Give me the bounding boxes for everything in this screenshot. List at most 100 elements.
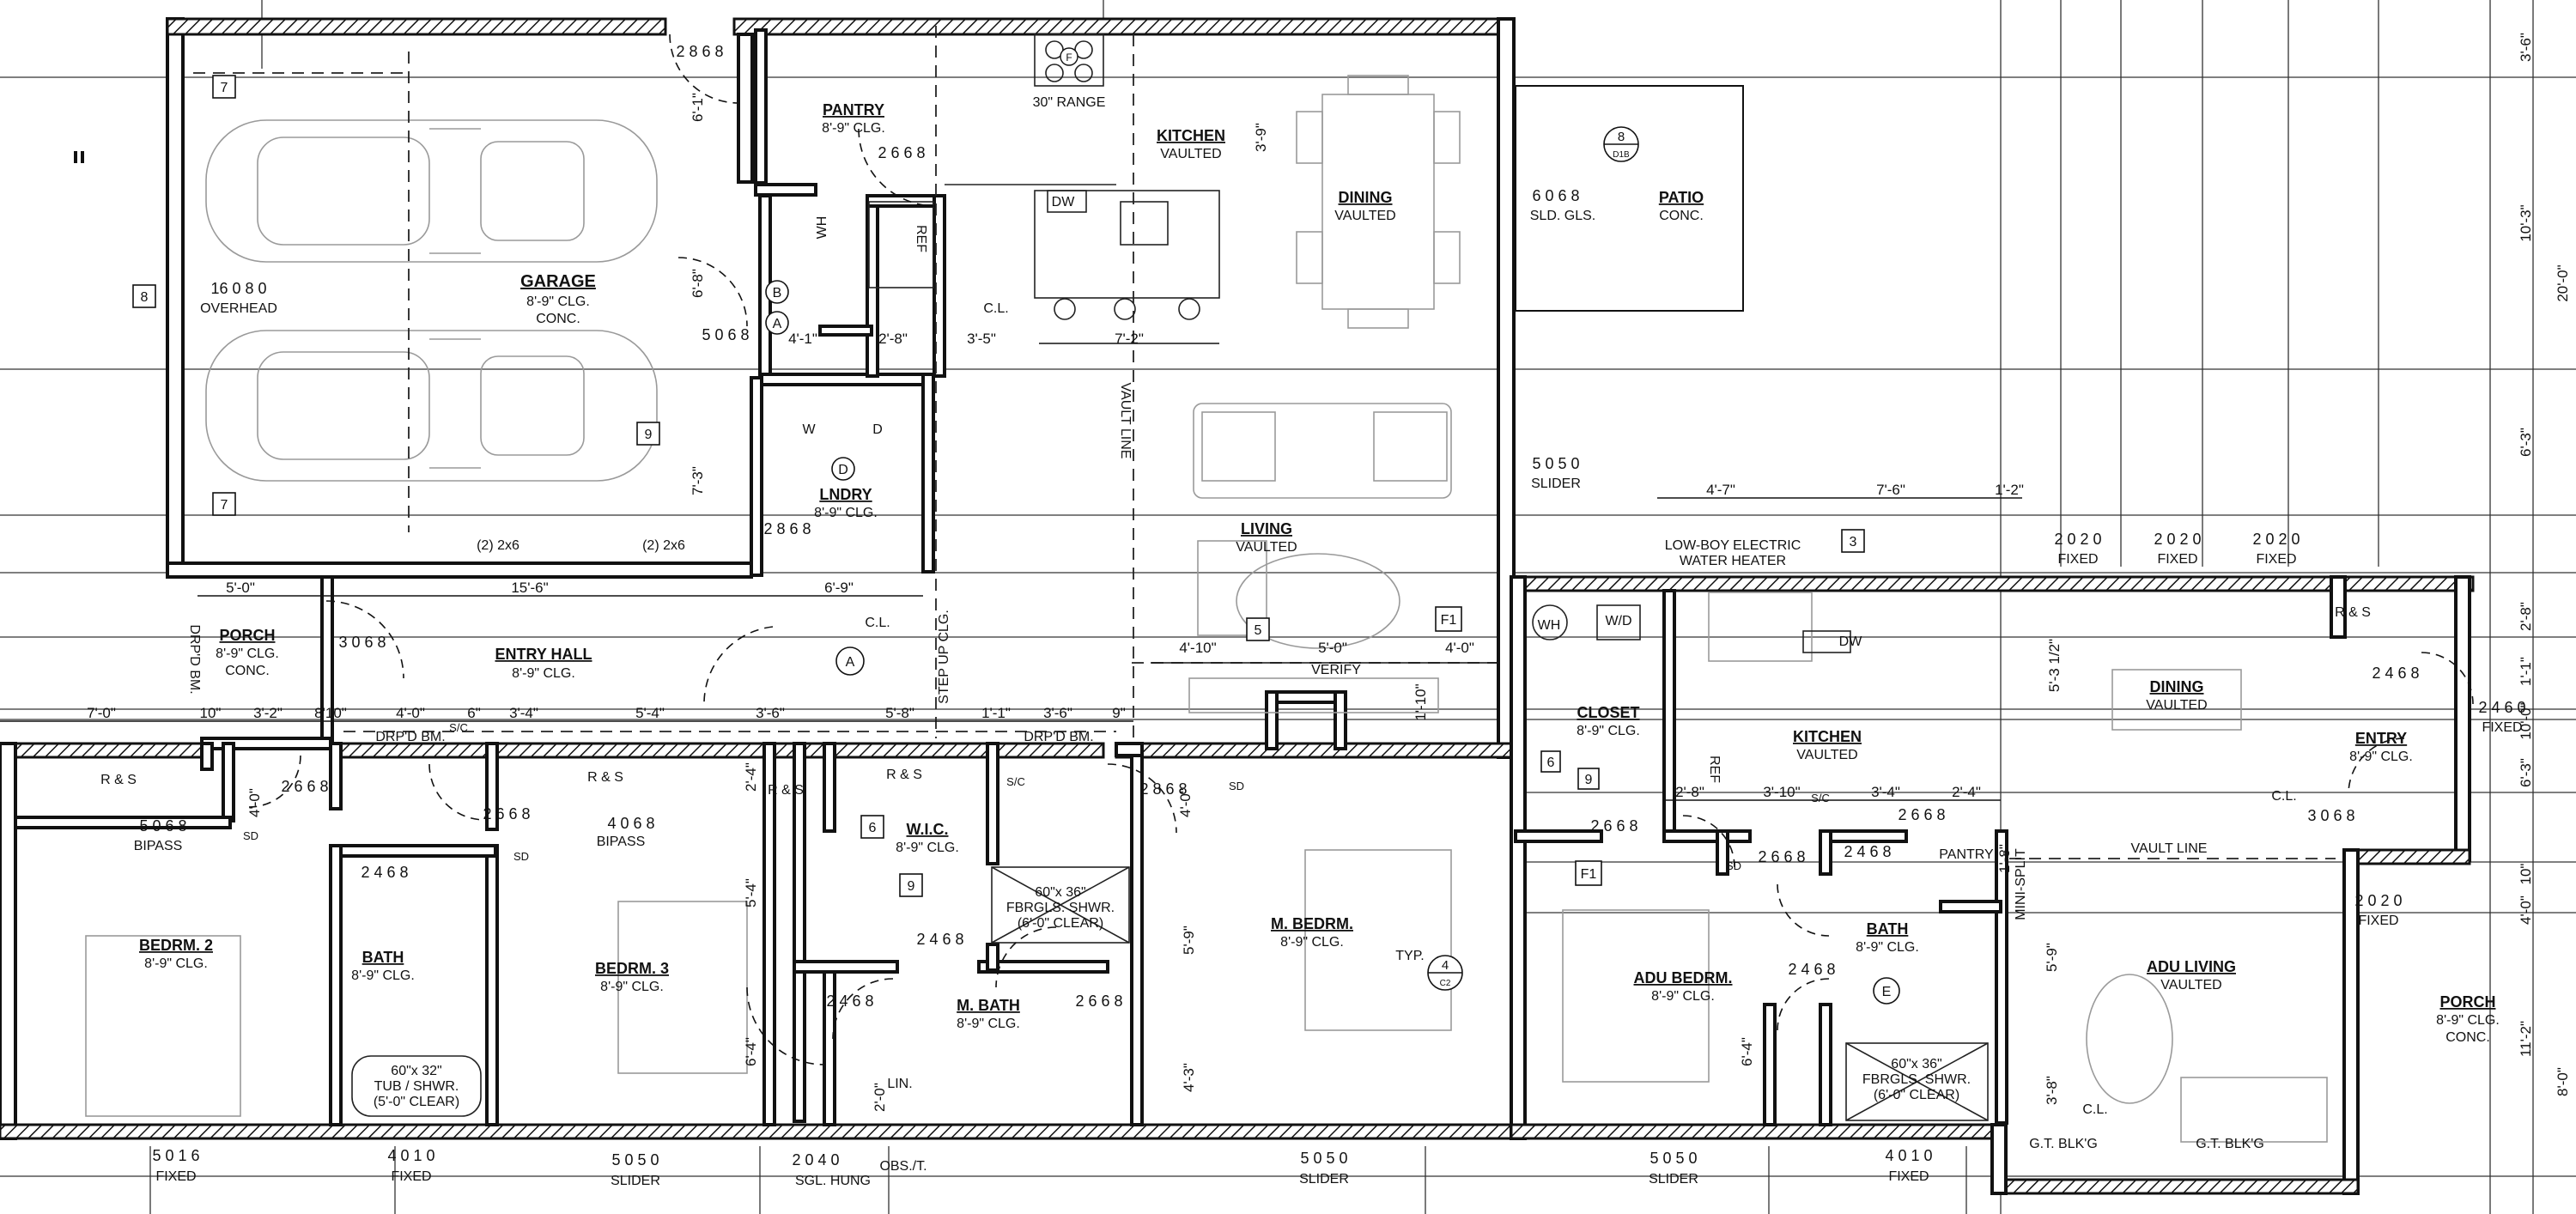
note-cl-2: C.L. [983, 301, 1008, 316]
note-adu-shwr-1: 60"x 36" [1891, 1057, 1941, 1071]
room-name: PORCH [219, 627, 275, 644]
room-note: VAULTED [2146, 698, 2207, 713]
window-size: 6 0 6 8 [1532, 187, 1579, 204]
note-fixed-adu: FIXED [1888, 1169, 1929, 1184]
room-name: M. BATH [957, 997, 1020, 1014]
note-low-boy-1: LOW-BOY ELECTRIC [1665, 538, 1801, 553]
room-adu-porch: PORCH 8'-9" CLG. CONC. [2436, 993, 2500, 1045]
room-name: PANTRY [823, 101, 884, 118]
note-rs-5: R & S [2335, 605, 2371, 620]
dim: 3'-6" [2518, 33, 2534, 62]
room-closet: CLOSET 8'-9" CLG. [1577, 704, 1640, 738]
room-dining: DINING VAULTED [1334, 189, 1395, 223]
room-name: ENTRY HALL [495, 646, 592, 663]
range [1034, 33, 1104, 87]
tag: 9 [645, 428, 653, 442]
room-note: VAULTED [1334, 209, 1395, 223]
note-mini-split: MINI-SPLIT [2014, 848, 2028, 920]
dim: 10'-0" [2518, 702, 2534, 739]
room-ceiling: 8'-9" CLG. [2349, 750, 2413, 764]
dim: 11'-2" [2518, 1021, 2534, 1057]
room-mbath: M. BATH 8'-9" CLG. [957, 997, 1020, 1031]
note-drpd-bm-vert: DRP'D BM. [187, 624, 202, 694]
dim: 3'-2" [253, 705, 283, 721]
dim: 5'-0" [226, 580, 255, 596]
note-sd-3: SD [1229, 780, 1244, 792]
room-name: PORCH [2439, 993, 2495, 1011]
room-adu-dining: DINING VAULTED [2146, 678, 2207, 713]
note-sc-2: S/C [1006, 775, 1025, 788]
room-name: PATIO [1659, 189, 1704, 206]
door-size: 2 4 6 8 [2372, 665, 2419, 682]
tag: D [838, 463, 848, 477]
room-adu-kitchen: KITCHEN VAULTED [1793, 728, 1862, 762]
room-garage: GARAGE 8'-9" CLG. CONC. [520, 272, 596, 326]
note-drpd-bm-2: DRP'D BM. [1024, 730, 1093, 744]
room-ceiling: 8'-9" CLG. [216, 646, 279, 661]
note-low-boy-2: WATER HEATER [1680, 554, 1786, 568]
dim: 5'-4" [635, 705, 665, 721]
door-size: 2 6 6 8 [1758, 848, 1805, 865]
room-mbedrm: M. BEDRM. 8'-9" CLG. [1271, 915, 1353, 950]
note-fixed-a: FIXED [2057, 552, 2098, 567]
dim: 2'-8" [2518, 602, 2534, 631]
window-size: 4 0 1 0 [387, 1147, 434, 1164]
room-name: LIVING [1241, 520, 1292, 537]
tag: 4 [1442, 958, 1449, 973]
window-size: 5 0 5 0 [1300, 1150, 1347, 1167]
dim: 4'-7" [1706, 482, 1735, 498]
note-overhead: OVERHEAD [200, 301, 277, 316]
interior-walls [14, 28, 2008, 1126]
dim: 20'-0" [2555, 264, 2571, 301]
plan-tags: 7 7 8 9 9 9 6 6 5 3 F1 F1 A A B D E F [132, 47, 1900, 1005]
note-adu-shwr-3: (6'-0" CLEAR) [1874, 1088, 1959, 1102]
dim: 2'-4" [1952, 784, 1981, 800]
tag: 8 [141, 290, 149, 305]
door-size: 2 4 6 8 [1788, 961, 1835, 978]
dim: 7'-6" [1876, 482, 1905, 498]
note-fixed-adu-porch: FIXED [2358, 914, 2398, 928]
dim: 3'-5" [967, 331, 996, 347]
note-sc-1: S/C [449, 721, 468, 734]
door-size: 2 4 6 8 [826, 992, 873, 1010]
door-size: 2 6 6 8 [1898, 806, 1945, 823]
window-size: 5 0 5 0 [1532, 455, 1579, 472]
note-typ: TYP. [1395, 949, 1425, 963]
room-name: ADU BEDRM. [1634, 969, 1733, 986]
door-size: 2 6 6 8 [483, 805, 530, 822]
door-size: 4 0 6 8 [607, 815, 654, 832]
room-name: DINING [1339, 189, 1393, 206]
note-tub-3: (5'-0" CLEAR) [374, 1095, 459, 1109]
note-fixed-b: FIXED [2157, 552, 2197, 567]
room-living: LIVING VAULTED [1236, 520, 1297, 555]
room-laundry: LNDRY 8'-9" CLG. [814, 486, 878, 520]
dim: 3'-8" [2044, 1076, 2060, 1105]
window-size: 2 0 2 0 [2354, 892, 2402, 909]
dim: 4'-1" [788, 331, 817, 347]
note-bipass-2: BIPASS [134, 839, 183, 853]
dim: 3'-4" [1871, 784, 1900, 800]
note-rs-4: R & S [886, 768, 922, 782]
room-ceiling: 8'-9" CLG. [1856, 940, 1919, 955]
bed-adu [1562, 909, 1710, 1083]
door-size: 2 4 6 8 [1844, 843, 1891, 860]
note-wh: WH [815, 216, 829, 240]
dim: 4'-10" [1179, 640, 1216, 656]
room-adu-entry: ENTRY 8'-9" CLG. [2349, 730, 2413, 764]
room-name: KITCHEN [1793, 728, 1862, 745]
room-ceiling: 8'-9" CLG. [2436, 1013, 2500, 1028]
room-name: GARAGE [520, 272, 596, 291]
room-name: BATH [362, 949, 404, 966]
bed-2 [85, 935, 241, 1117]
room-name: LNDRY [819, 486, 872, 503]
note-sd-1: SD [243, 829, 258, 842]
note-pantry-small: PANTRY [1939, 847, 1994, 862]
note-rs-1: R & S [100, 773, 137, 787]
tag-sub: C2 [1440, 979, 1451, 988]
dim: 1'-1" [981, 705, 1011, 721]
room-name: CLOSET [1577, 704, 1639, 721]
tag: 7 [221, 81, 228, 95]
door-size: 2 6 6 8 [1075, 992, 1122, 1010]
tag: E [1882, 985, 1892, 999]
room-ceiling: 8'-9" CLG. [512, 666, 575, 681]
